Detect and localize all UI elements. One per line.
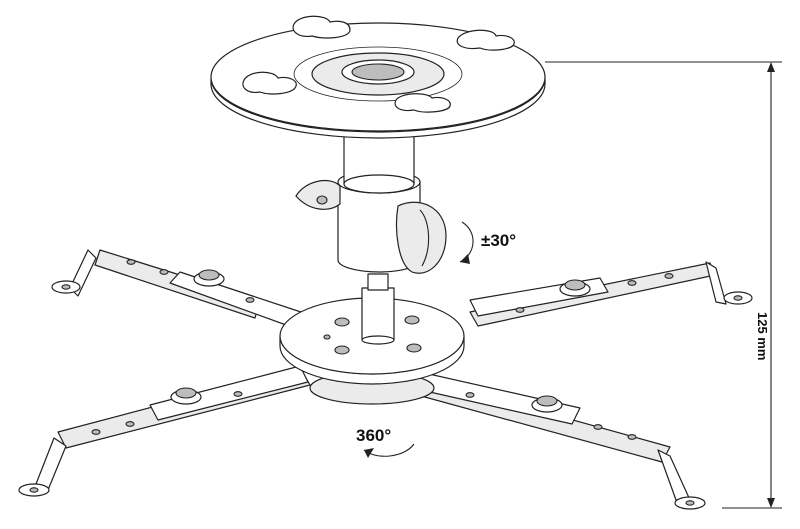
rotation-arrow-icon: [363, 443, 415, 458]
lower-neck: [361, 273, 395, 345]
rotation-angle-label: 360°: [356, 426, 392, 445]
arm-back-left: [51, 249, 311, 331]
screw-front-right: [531, 395, 563, 413]
screw-back-right: [559, 279, 591, 297]
arm-back-right: [469, 261, 753, 327]
height-dimension-label: 125 mm: [755, 312, 770, 361]
tilt-angle-label: ±30°: [481, 231, 517, 250]
screw-front-left: [170, 387, 202, 405]
ceiling-plate: [210, 15, 546, 139]
tilt-arrow-icon: [459, 221, 474, 264]
arm-front-right: [391, 371, 706, 510]
height-dimension: [545, 61, 782, 509]
arm-front-left: [18, 365, 311, 497]
screw-back-left: [193, 269, 225, 287]
